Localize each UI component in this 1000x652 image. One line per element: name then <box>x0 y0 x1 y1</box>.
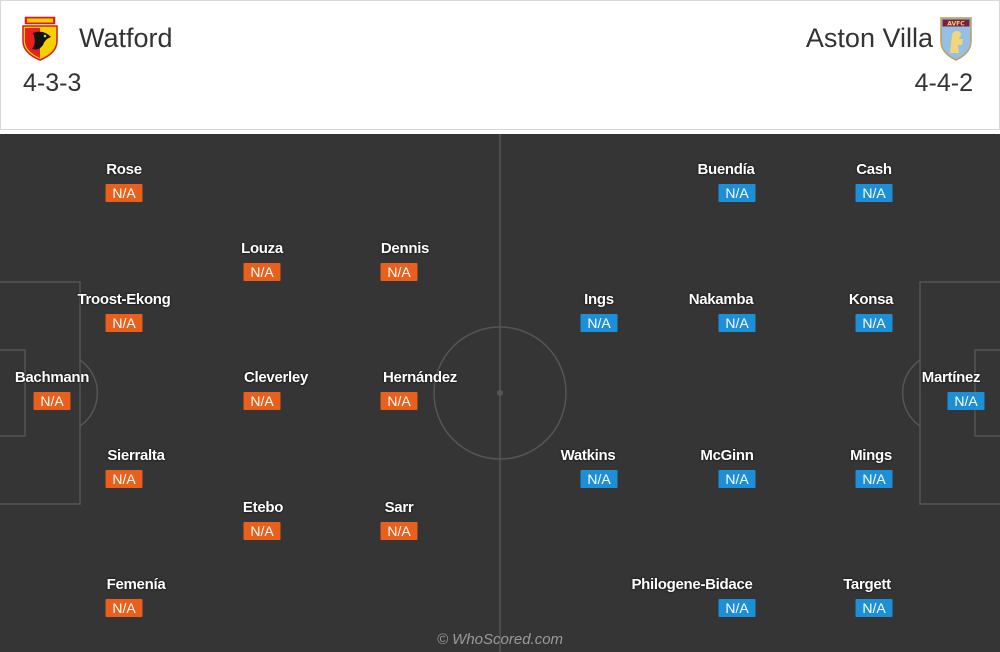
player-rating-badge: N/A <box>243 392 281 410</box>
player-name: Buendía <box>697 161 755 178</box>
player-rating-badge: N/A <box>105 184 143 202</box>
player-rating-badge: N/A <box>855 470 893 488</box>
player-name: Philogene-Bidace <box>631 576 753 593</box>
player-name: Nakamba <box>688 291 754 308</box>
player-name: Bachmann <box>14 369 90 386</box>
player-name: Targett <box>843 576 891 593</box>
player-name: Cash <box>856 161 892 178</box>
player-name: Dennis <box>380 240 430 257</box>
player-rating-badge: N/A <box>718 599 756 617</box>
player-name: Rose <box>106 161 142 178</box>
player-rating-badge: N/A <box>947 392 985 410</box>
home-team-name[interactable]: Watford <box>79 23 173 53</box>
player-rating-badge: N/A <box>380 392 418 410</box>
player-rating-badge: N/A <box>243 522 281 540</box>
player-rating-badge: N/A <box>380 263 418 281</box>
player-name: Martínez <box>921 369 981 386</box>
player-name: Louza <box>241 240 283 257</box>
player-rating-badge: N/A <box>243 263 281 281</box>
player-rating-badge: N/A <box>855 184 893 202</box>
player-name: Konsa <box>848 291 894 308</box>
match-header: Watford 4-3-3 AVFC Aston Villa 4-4-2 <box>0 0 1000 130</box>
player-rating-badge: N/A <box>718 184 756 202</box>
player-name: Mings <box>850 447 892 464</box>
player-rating-badge: N/A <box>580 314 618 332</box>
player-rating-badge: N/A <box>105 470 143 488</box>
player-name: Hernández <box>383 369 457 386</box>
aston-villa-crest-icon: AVFC <box>935 15 977 61</box>
player-name: McGinn <box>700 447 754 464</box>
player-name: Ings <box>584 291 614 308</box>
away-team-name[interactable]: Aston Villa <box>805 23 933 53</box>
player-name: Troost-Ekong <box>77 291 171 308</box>
player-rating-badge: N/A <box>580 470 618 488</box>
home-formation: 4-3-3 <box>23 69 82 97</box>
player-name: Femenía <box>106 576 166 593</box>
watermark: © WhoScored.com <box>436 631 564 648</box>
player-rating-badge: N/A <box>855 314 893 332</box>
watford-crest-icon <box>19 15 61 61</box>
player-rating-badge: N/A <box>380 522 418 540</box>
player-rating-badge: N/A <box>718 314 756 332</box>
pitch: Bachmann N/A Rose N/A Troost-Ekong N/A S… <box>0 134 1000 652</box>
player-rating-badge: N/A <box>105 314 143 332</box>
player-name: Cleverley <box>243 369 309 386</box>
player-rating-badge: N/A <box>855 599 893 617</box>
svg-text:AVFC: AVFC <box>947 21 965 28</box>
player-name: Etebo <box>242 499 284 516</box>
player-name: Sarr <box>384 499 414 516</box>
player-rating-badge: N/A <box>105 599 143 617</box>
player-name: Watkins <box>560 447 616 464</box>
player-rating-badge: N/A <box>33 392 71 410</box>
away-formation: 4-4-2 <box>914 69 973 97</box>
player-name: Sierralta <box>107 447 165 464</box>
player-rating-badge: N/A <box>718 470 756 488</box>
pitch-markings <box>0 134 1000 652</box>
